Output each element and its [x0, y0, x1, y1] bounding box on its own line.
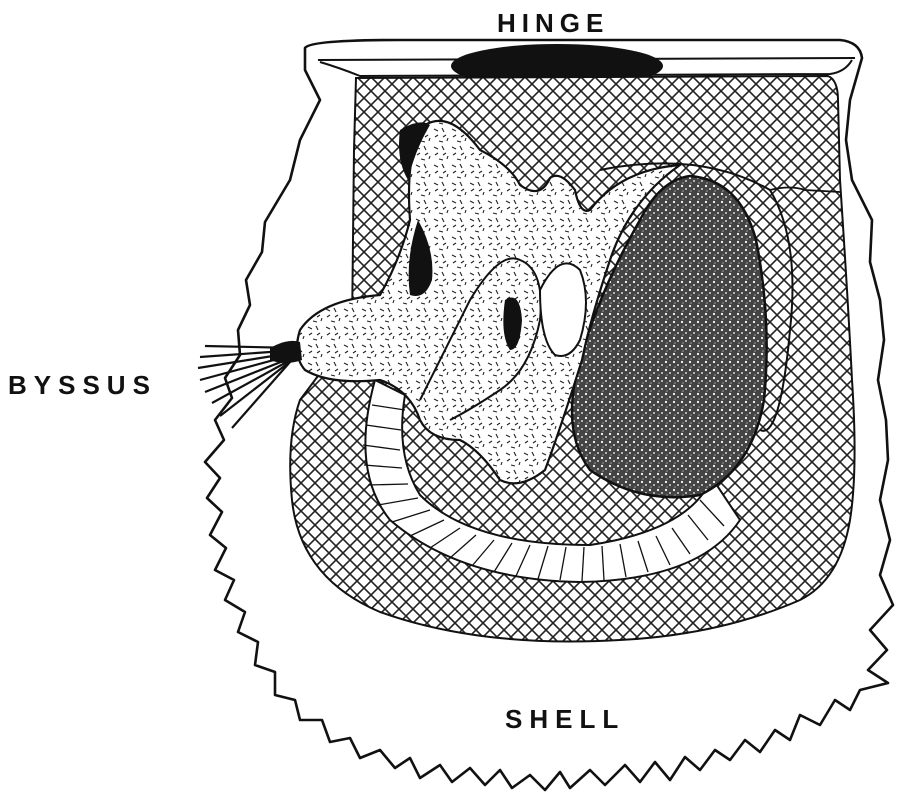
- shell-label: SHELL: [505, 706, 625, 732]
- byssus-label: BYSSUS: [8, 372, 157, 398]
- hinge-label: HINGE: [497, 10, 609, 36]
- foot-loop: [540, 263, 586, 356]
